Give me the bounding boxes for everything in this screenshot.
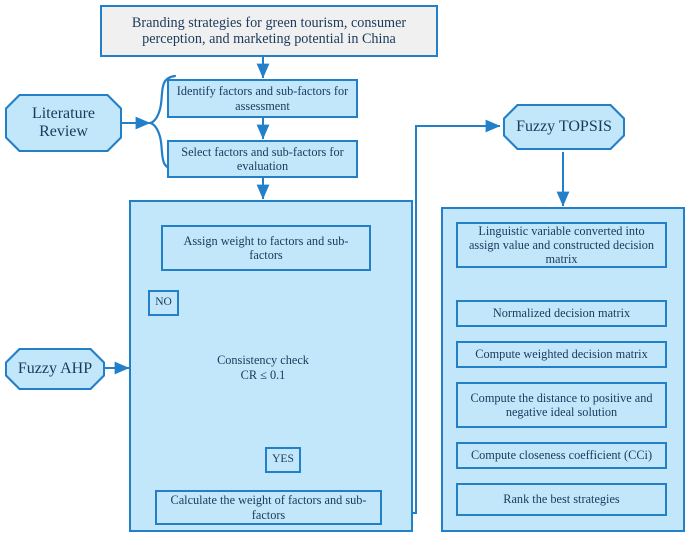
topsis-step-linguistic-variable-label: Linguistic variable converted into assig… <box>468 223 655 267</box>
branch-label-yes-text: YES <box>272 453 294 466</box>
study-title-box: Branding strategies for green tourism, c… <box>100 5 438 57</box>
step-calculate-weight: Calculate the weight of factors and sub-… <box>155 490 382 525</box>
topsis-step-normalized-matrix: Normalized decision matrix <box>456 300 667 327</box>
source-fuzzy-ahp-inner: Fuzzy AHP <box>7 350 103 388</box>
topsis-step-normalized-matrix-label: Normalized decision matrix <box>492 306 631 321</box>
topsis-step-rank-strategies-label: Rank the best strategies <box>503 492 620 507</box>
step-identify-factors: Identify factors and sub-factors for ass… <box>167 79 358 118</box>
branch-label-no: NO <box>148 290 179 316</box>
step-assign-weight-label: Assign weight to factors and sub-factors <box>183 233 349 262</box>
topsis-step-weighted-matrix: Compute weighted decision matrix <box>456 341 667 368</box>
topsis-step-distance-ideal: Compute the distance to positive and neg… <box>456 382 667 428</box>
step-select-factors-label: Select factors and sub-factors for evalu… <box>181 144 344 173</box>
step-assign-weight: Assign weight to factors and sub-factors <box>161 225 371 271</box>
topsis-step-weighted-matrix-label: Compute weighted decision matrix <box>475 347 648 362</box>
topsis-step-distance-ideal-label: Compute the distance to positive and neg… <box>470 390 653 419</box>
source-literature-review-inner: Literature Review <box>7 96 120 150</box>
source-literature-review[interactable]: Literature Review <box>5 94 122 152</box>
step-select-factors: Select factors and sub-factors for evalu… <box>167 140 358 178</box>
source-fuzzy-topsis-inner: Fuzzy TOPSIS <box>505 106 623 148</box>
study-title-text: Branding strategies for green tourism, c… <box>131 14 407 47</box>
topsis-step-rank-strategies: Rank the best strategies <box>456 483 667 516</box>
source-literature-review-label: Literature Review <box>31 104 96 140</box>
source-fuzzy-topsis-label: Fuzzy TOPSIS <box>516 117 612 135</box>
step-identify-factors-label: Identify factors and sub-factors for ass… <box>176 84 349 113</box>
step-calculate-weight-label: Calculate the weight of factors and sub-… <box>170 493 367 522</box>
source-fuzzy-topsis[interactable]: Fuzzy TOPSIS <box>503 104 625 150</box>
topsis-step-closeness-coefficient-label: Compute closeness coefficient (CCi) <box>470 448 653 463</box>
topsis-step-linguistic-variable: Linguistic variable converted into assig… <box>456 222 667 268</box>
source-fuzzy-ahp-label: Fuzzy AHP <box>17 359 93 377</box>
branch-label-no-text: NO <box>155 296 172 309</box>
branch-label-yes: YES <box>265 447 301 473</box>
topsis-step-closeness-coefficient: Compute closeness coefficient (CCi) <box>456 442 667 469</box>
source-fuzzy-ahp[interactable]: Fuzzy AHP <box>5 348 105 390</box>
